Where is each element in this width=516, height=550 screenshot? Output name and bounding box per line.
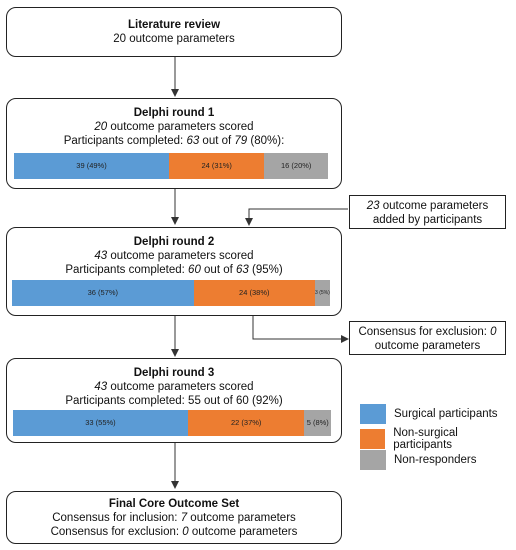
round3-bar-segment-non-surgical: 22 (37%) bbox=[187, 410, 305, 436]
round2-participants: Participants completed: 60 out of 63 (95… bbox=[65, 264, 283, 276]
round1-title: Delphi round 1 bbox=[133, 107, 215, 119]
round2-bar-segment-non-responders: 3 (5%) bbox=[314, 280, 330, 306]
round2-bar-segment-non-surgical: 24 (38%) bbox=[193, 280, 315, 306]
round1-bar-segment-surgical: 39 (49%) bbox=[14, 153, 169, 179]
round2-params: 43 outcome parameters scored bbox=[94, 250, 254, 262]
round1-bar-segment-non-responders: 16 (20%) bbox=[264, 153, 328, 179]
round1-participants: Participants completed: 63 out of 79 (80… bbox=[63, 135, 285, 147]
final-inclusion: Consensus for inclusion: 7 outcome param… bbox=[52, 512, 296, 524]
round3-title: Delphi round 3 bbox=[133, 367, 215, 379]
arrow-round2-to-exclusion bbox=[252, 316, 349, 343]
added-parameters-box: 23 outcome parameters added by participa… bbox=[349, 195, 506, 229]
literature-review-count: 20 outcome parameters bbox=[113, 33, 235, 45]
legend-swatch bbox=[360, 450, 386, 470]
final-exclusion: Consensus for exclusion: 0 outcome param… bbox=[50, 526, 298, 538]
delphi-round-1-box: Delphi round 1 20 outcome parameters sco… bbox=[6, 98, 342, 189]
round3-bar-segment-non-responders: 5 (8%) bbox=[304, 410, 331, 436]
round3-params: 43 outcome parameters scored bbox=[94, 381, 254, 393]
literature-review-title: Literature review bbox=[127, 19, 221, 31]
legend-non-surgical: Non-surgical participants bbox=[360, 427, 516, 451]
final-core-outcome-set-box: Final Core Outcome Set Consensus for inc… bbox=[6, 491, 342, 544]
final-title: Final Core Outcome Set bbox=[108, 498, 240, 510]
round2-bar: 36 (57%)24 (38%)3 (5%) bbox=[12, 280, 330, 306]
delphi-round-3-box: Delphi round 3 43 outcome parameters sco… bbox=[6, 358, 342, 443]
round1-params: 20 outcome parameters scored bbox=[94, 121, 254, 133]
literature-review-box: Literature review 20 outcome parameters bbox=[6, 7, 342, 57]
legend-non-responders: Non-responders bbox=[360, 450, 476, 470]
delphi-round-2-box: Delphi round 2 43 outcome parameters sco… bbox=[6, 227, 342, 316]
round2-bar-segment-surgical: 36 (57%) bbox=[12, 280, 194, 306]
legend-swatch bbox=[360, 404, 386, 424]
round1-bar-segment-non-surgical: 24 (31%) bbox=[169, 153, 265, 179]
arrow-added-to-round2 bbox=[245, 208, 348, 226]
round3-bar-segment-surgical: 33 (55%) bbox=[13, 410, 188, 436]
round3-bar: 33 (55%)22 (37%)5 (8%) bbox=[13, 410, 331, 436]
legend-surgical: Surgical participants bbox=[360, 404, 498, 424]
legend-swatch bbox=[360, 429, 386, 449]
round2-title: Delphi round 2 bbox=[133, 236, 215, 248]
round1-bar: 39 (49%)24 (31%)16 (20%) bbox=[14, 153, 328, 179]
exclusion-box: Consensus for exclusion: 0 outcome param… bbox=[349, 321, 506, 355]
round3-participants: Participants completed: 55 out of 60 (92… bbox=[65, 395, 283, 407]
